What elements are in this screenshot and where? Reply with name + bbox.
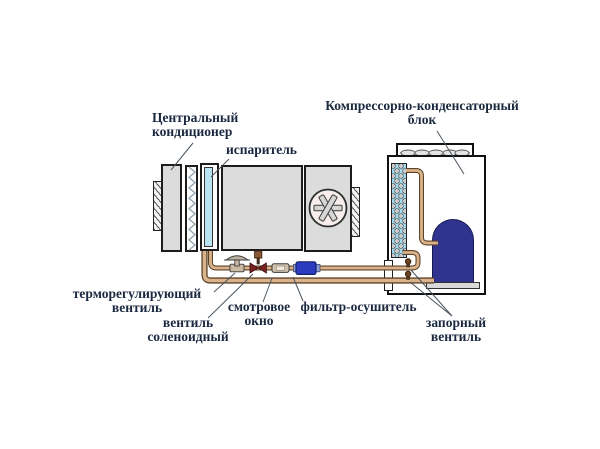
ahu-section-1	[161, 164, 182, 252]
pipe-wall-plate	[384, 260, 393, 291]
solenoid-valve-icon	[249, 250, 267, 274]
ahu-main-section	[221, 165, 303, 251]
label-central-ac: Центральный кондиционер	[152, 110, 239, 140]
fan-icon	[308, 188, 348, 228]
pointer-line-filter-drier	[292, 276, 304, 302]
label-txv: терморегулирующий вентиль	[72, 286, 202, 316]
compressor-base	[426, 282, 480, 289]
condenser-coil	[391, 163, 407, 258]
compressor	[432, 219, 474, 285]
sight-glass-icon	[271, 263, 290, 273]
ahu-filter-section	[185, 165, 198, 252]
label-shutoff: запорный вентиль	[425, 315, 487, 345]
label-filter-drier: фильтр-осушитель	[300, 299, 417, 314]
label-solenoid: вентиль соленоидный	[147, 315, 229, 345]
outlet-grille-icon	[351, 187, 360, 237]
label-evaporator: испаритель	[226, 142, 297, 157]
filter-drier-icon	[293, 261, 321, 275]
txv-valve-icon	[224, 255, 250, 273]
pointer-line-txv	[213, 272, 236, 293]
label-condensing-unit: Компрессорно-конденсаторный блок	[325, 98, 519, 128]
label-sight-glass: смотровое окно	[227, 299, 291, 329]
evaporator-coil	[204, 167, 213, 247]
